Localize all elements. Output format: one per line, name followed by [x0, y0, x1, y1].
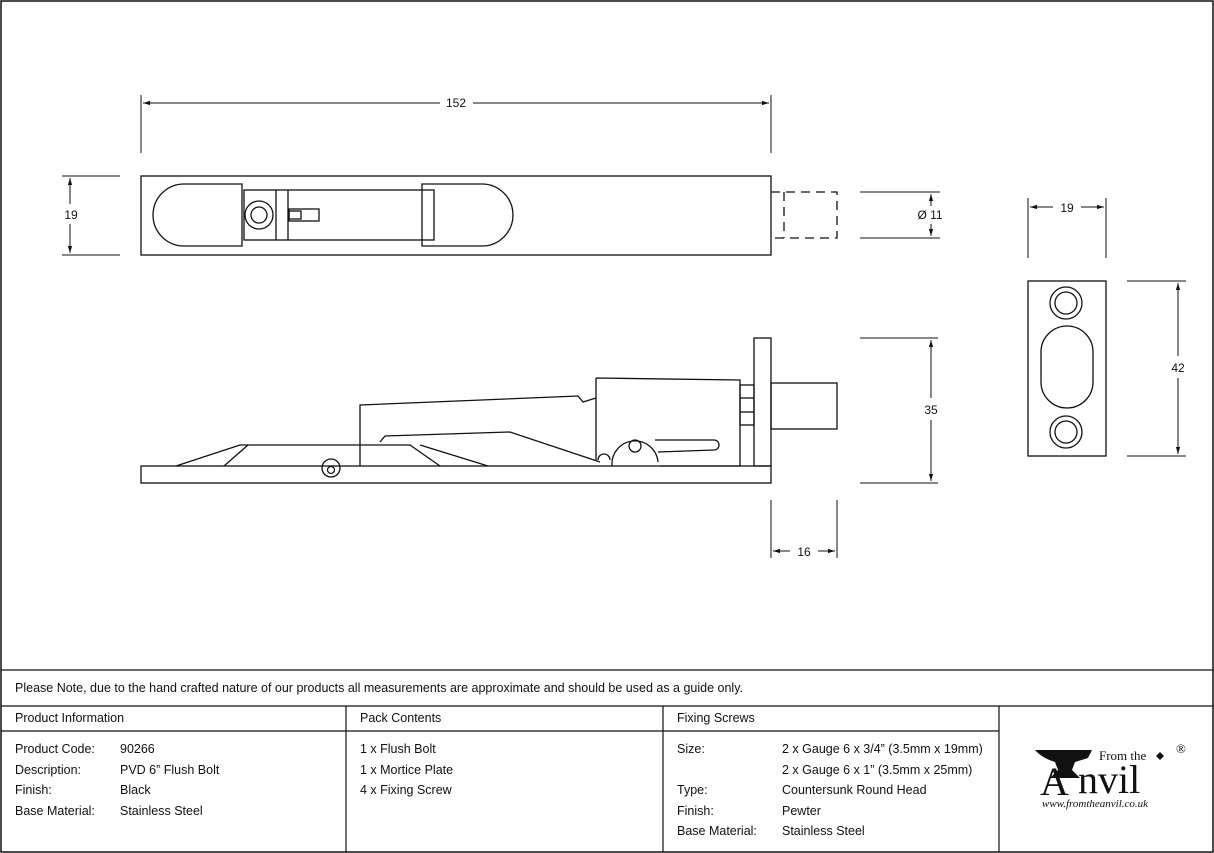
screw-material-label: Base Material: [677, 824, 757, 838]
dimension-plate-width-label: 19 [1060, 201, 1074, 215]
screw-size-label: Size: [677, 742, 705, 756]
svg-text:www.fromtheanvil.co.uk: www.fromtheanvil.co.uk [1042, 798, 1149, 810]
dimension-bolt-diameter-label: Ø 11 [917, 208, 942, 222]
dimension-plate-height [1127, 280, 1186, 457]
pack-item: 1 x Flush Bolt [360, 742, 436, 756]
anvil-logo: From the ® A nvil www.fromtheanvil.co.uk [1035, 741, 1186, 810]
dimension-side-height [860, 337, 938, 484]
side-view [140, 337, 838, 484]
info-table-grid [1, 669, 1213, 852]
screw-size-value-2: 2 x Gauge 6 x 1” (3.5mm x 25mm) [782, 763, 973, 777]
dimension-bolt-projection [770, 500, 838, 558]
diamond-icon [1156, 752, 1164, 760]
product-info-heading: Product Information [15, 711, 125, 725]
finish-label: Finish: [15, 783, 52, 797]
finish-value: Black [120, 783, 151, 797]
dimension-top-height-label: 19 [64, 208, 78, 222]
pack-contents-heading: Pack Contents [360, 711, 442, 725]
fixing-screws-heading: Fixing Screws [677, 711, 755, 725]
pack-item: 4 x Fixing Screw [360, 783, 452, 797]
dimension-plate-width [1027, 198, 1107, 258]
screw-size-value: 2 x Gauge 6 x 3/4” (3.5mm x 19mm) [782, 742, 983, 756]
base-material-label: Base Material: [15, 804, 95, 818]
svg-text:®: ® [1176, 741, 1186, 756]
product-code-value: 90266 [120, 742, 155, 756]
dimension-side-height-label: 35 [924, 403, 938, 417]
base-material-value: Stainless Steel [120, 804, 203, 818]
product-code-label: Product Code: [15, 742, 95, 756]
mortice-plate-view [1027, 280, 1107, 457]
pack-item: 1 x Mortice Plate [360, 763, 454, 777]
dimension-bolt-diameter [860, 191, 940, 239]
svg-text:nvil: nvil [1078, 757, 1140, 802]
measurement-note: Please Note, due to the hand crafted nat… [15, 681, 744, 695]
dimension-top-length-label: 152 [446, 96, 466, 110]
dimension-top-length [140, 95, 772, 153]
description-value: PVD 6” Flush Bolt [120, 763, 220, 777]
anvil-icon [1035, 750, 1092, 778]
screw-material-value: Stainless Steel [782, 824, 865, 838]
screw-finish-value: Pewter [782, 804, 821, 818]
screw-type-value: Countersunk Round Head [782, 783, 927, 797]
screw-finish-label: Finish: [677, 804, 714, 818]
top-view [140, 175, 838, 256]
dimension-top-height [62, 175, 120, 256]
description-label: Description: [15, 763, 81, 777]
svg-text:A: A [1040, 759, 1069, 804]
screw-type-label: Type: [677, 783, 708, 797]
dimension-plate-height-label: 42 [1171, 361, 1185, 375]
svg-text:From the: From the [1099, 748, 1147, 763]
dimension-bolt-projection-label: 16 [797, 545, 811, 559]
